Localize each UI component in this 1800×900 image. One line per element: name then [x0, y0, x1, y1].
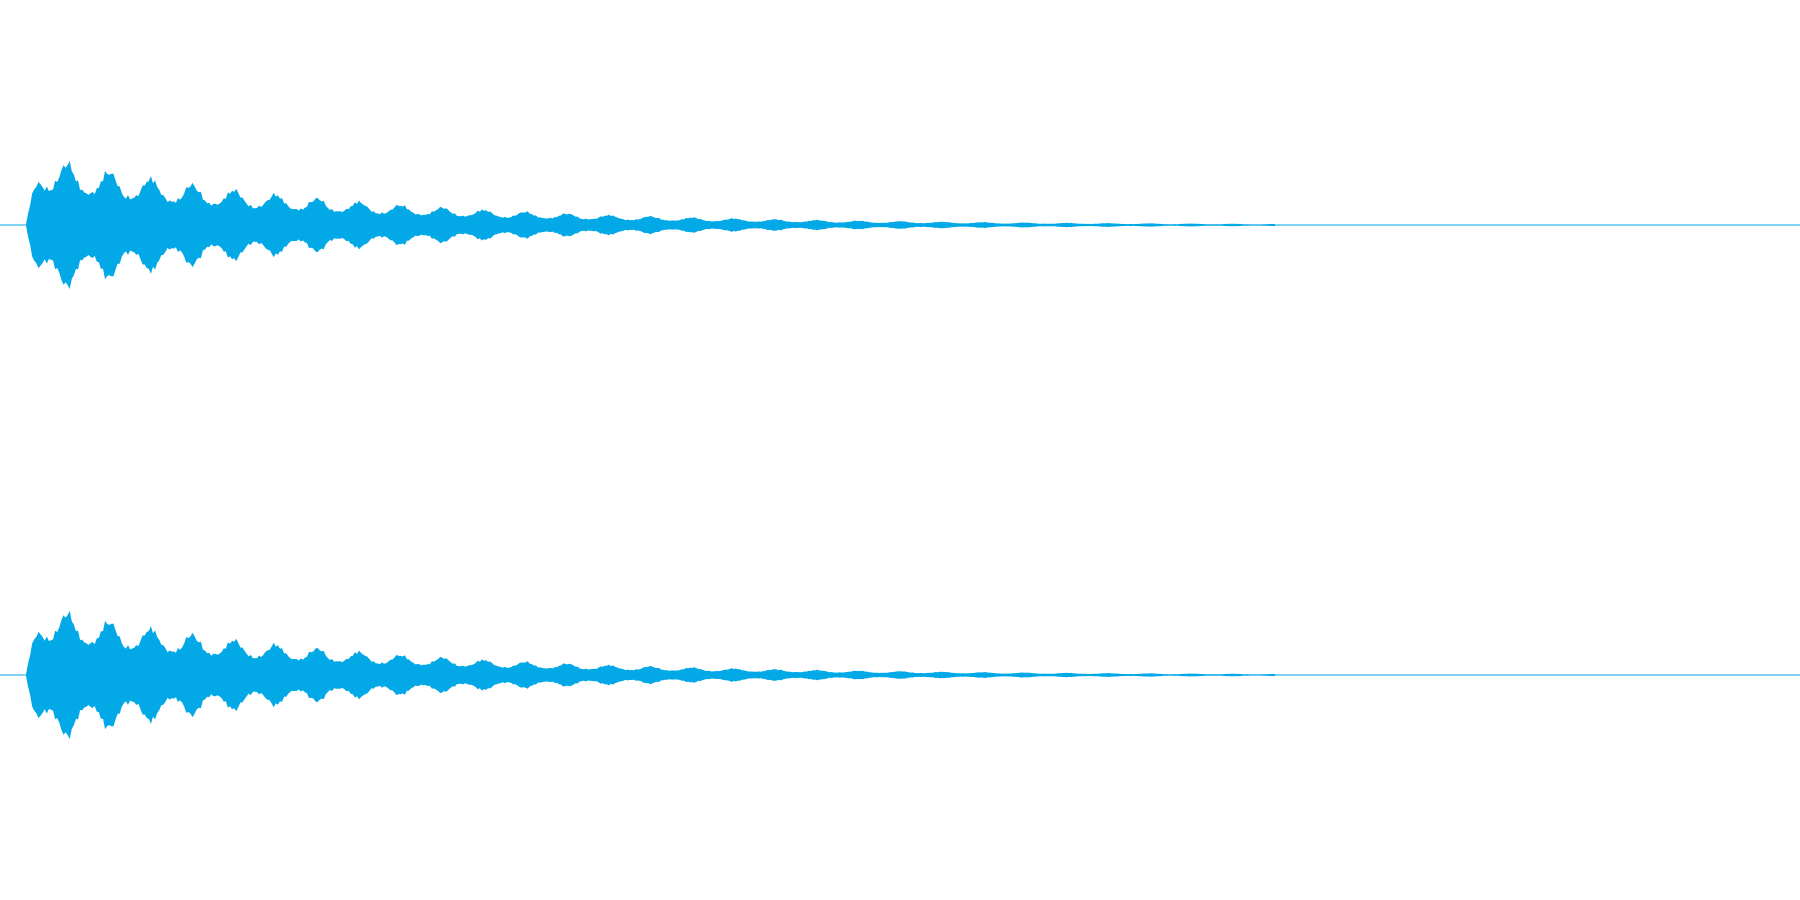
- waveform-envelope: [26, 611, 1275, 739]
- waveform-channel-right: [0, 611, 1800, 739]
- waveform-channel-left: [0, 161, 1800, 289]
- waveform-envelope: [26, 161, 1275, 289]
